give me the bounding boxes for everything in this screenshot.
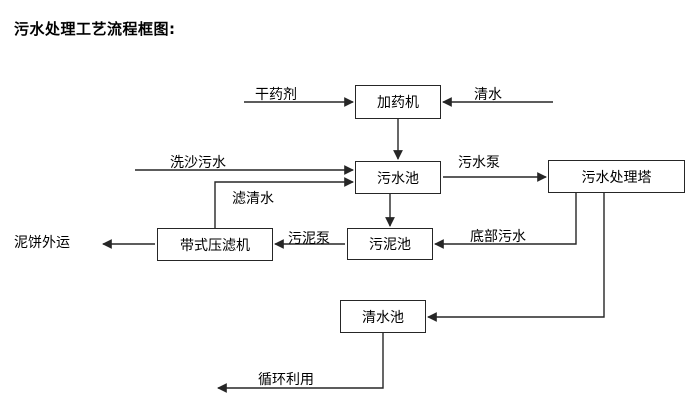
page-title: 污水处理工艺流程框图: bbox=[14, 20, 176, 38]
edge-clean-to-recycle bbox=[217, 333, 384, 393]
node-clean-water-pool[interactable]: 清水池 bbox=[340, 300, 426, 333]
node-treatment-tower[interactable]: 污水处理塔 bbox=[548, 160, 685, 193]
node-label: 污水池 bbox=[377, 170, 419, 187]
node-sludge-pool[interactable]: 污泥池 bbox=[347, 228, 433, 260]
node-dosing-machine[interactable]: 加药机 bbox=[355, 85, 441, 119]
terminal-label-mud-cake-transport: 泥饼外运 bbox=[14, 235, 70, 251]
edge-tower-to-sludge-bottom-water bbox=[434, 193, 577, 249]
node-label: 污泥池 bbox=[369, 237, 411, 253]
edge-label-bottom-sewage: 底部污水 bbox=[470, 229, 526, 245]
edge-label-sludge-pump: 污泥泵 bbox=[288, 231, 330, 247]
terminal-label-wash-sand-sewage: 洗沙污水 bbox=[170, 155, 226, 171]
node-label: 加药机 bbox=[377, 95, 419, 111]
terminal-label-recycle: 循环利用 bbox=[258, 372, 314, 388]
edge-label-sewage-pump: 污水泵 bbox=[458, 155, 500, 171]
node-label: 带式压滤机 bbox=[180, 237, 250, 254]
terminal-label-clear-water: 清水 bbox=[474, 87, 502, 103]
node-sewage-pool[interactable]: 污水池 bbox=[355, 161, 441, 194]
node-belt-filter-press[interactable]: 带式压滤机 bbox=[157, 228, 273, 261]
node-label: 清水池 bbox=[362, 309, 404, 326]
edge-label-filtrate: 滤清水 bbox=[232, 191, 274, 207]
node-label: 污水处理塔 bbox=[581, 169, 652, 186]
terminal-label-dry-agent: 干药剂 bbox=[255, 87, 297, 103]
edge-tower-to-clean bbox=[427, 193, 605, 322]
edge-press-to-sewage-filtrate bbox=[214, 177, 354, 228]
